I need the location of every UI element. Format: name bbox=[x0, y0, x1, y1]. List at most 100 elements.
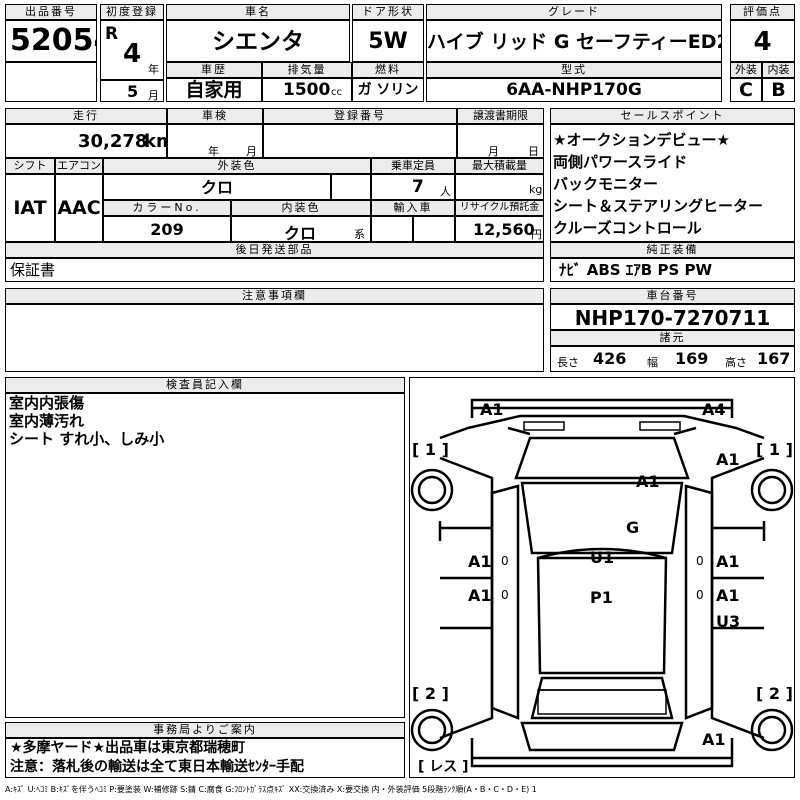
remark-line: シート すれ小、しみ小 bbox=[9, 430, 165, 448]
left-front-door-zero: 0 bbox=[501, 554, 509, 568]
exterior-grade: C bbox=[730, 78, 762, 102]
height: 167 bbox=[757, 349, 791, 368]
remark-line: 室内内張傷 bbox=[9, 394, 85, 412]
rear-bracket-left: [ 2 ] bbox=[412, 684, 449, 703]
usage-history: 自家用 bbox=[166, 78, 262, 102]
lot-number: 52054 bbox=[5, 20, 97, 62]
chassis-number-label: 車台番号 bbox=[550, 288, 795, 304]
office-notice-line: 注意：落札後の輸送は全て東日本輸送ｾﾝﾀｰ手配 bbox=[10, 759, 304, 775]
equipment-label: 純正装備 bbox=[550, 242, 795, 258]
transfer-deadline-cell: 月 日 bbox=[457, 124, 544, 158]
registration-month: 5 bbox=[127, 82, 139, 101]
right-rear-quarter-mark: U3 bbox=[716, 612, 741, 631]
dimensions-label: 諸元 bbox=[550, 330, 795, 346]
registration-number-label: 登録番号 bbox=[263, 108, 457, 124]
import-cell-b bbox=[413, 216, 455, 242]
later-parts-label: 後日発送部品 bbox=[5, 242, 544, 258]
width: 169 bbox=[675, 349, 709, 368]
import-cell-a bbox=[371, 216, 413, 242]
front-bracket-left: [ 1 ] bbox=[412, 440, 449, 459]
interior-color-label: 内装色 bbox=[231, 200, 371, 216]
shift-label: シフト bbox=[5, 158, 55, 174]
inspection-cell: 年 月 bbox=[167, 124, 263, 158]
left-rear-door-zero: 0 bbox=[501, 588, 509, 602]
fuel-type: ガ ソリン bbox=[352, 78, 424, 102]
door-type: 5W bbox=[352, 20, 424, 62]
capacity: 7 bbox=[412, 177, 424, 197]
office-notice-label: 事務局よりご案内 bbox=[5, 722, 405, 738]
notes-label: 注意事項欄 bbox=[5, 288, 544, 304]
grade-label: グレード bbox=[426, 4, 722, 20]
office-notice-line: ★多摩ヤード★出品車は東京都瑞穂町 bbox=[10, 740, 246, 756]
exterior-color-extra bbox=[331, 174, 371, 200]
first-registration-cell: R 4 年 bbox=[100, 20, 164, 80]
rear-roof-mark: P1 bbox=[590, 588, 613, 607]
sales-point-item: シート＆ステアリングヒーター bbox=[553, 197, 764, 215]
transfer-day-unit: 日 bbox=[528, 145, 539, 158]
aircon-label: エアコン bbox=[55, 158, 103, 174]
later-parts: 保証書 bbox=[5, 258, 544, 282]
exterior-grade-label: 外装 bbox=[730, 62, 762, 78]
left-front-door-mark: A1 bbox=[468, 552, 492, 571]
car-outline bbox=[410, 398, 794, 768]
year-unit: 年 bbox=[148, 63, 159, 76]
exterior-color-label: 外装色 bbox=[103, 158, 371, 174]
notes-area bbox=[5, 304, 544, 372]
overall-score: 4 bbox=[730, 20, 795, 62]
displacement-label: 排気量 bbox=[262, 62, 352, 78]
front-bumper-left-mark: A1 bbox=[480, 400, 504, 419]
transfer-deadline-label: 譲渡書期限 bbox=[457, 108, 544, 124]
length-label: 長さ bbox=[557, 356, 579, 369]
remark-line: 室内薄汚れ bbox=[9, 412, 85, 430]
interior-color-cell: クロ 系 bbox=[231, 216, 371, 242]
sales-point-item: バックモニター bbox=[553, 175, 659, 193]
front-bumper-right-mark: A4 bbox=[702, 400, 726, 419]
grade: ハイブ リッド G セーフティーED2 bbox=[426, 20, 722, 62]
left-rear-door-mark: A1 bbox=[468, 586, 492, 605]
displacement-unit: cc bbox=[331, 87, 342, 98]
lot-number-blank bbox=[5, 62, 97, 102]
capacity-unit: 人 bbox=[440, 185, 451, 198]
interior-grade-label: 内装 bbox=[762, 62, 795, 78]
fuel-label: 燃料 bbox=[352, 62, 424, 78]
dimensions-cell: 長さ 426 幅 169 高さ 167 bbox=[550, 346, 795, 372]
interior-color-unit: 系 bbox=[354, 228, 365, 241]
length: 426 bbox=[593, 349, 627, 368]
era: R bbox=[105, 24, 119, 44]
height-label: 高さ bbox=[725, 356, 747, 369]
month-unit: 月 bbox=[148, 89, 159, 102]
sales-point-list: ★オークションデビュー★ 両側パワースライド バックモニター シート＆ステアリン… bbox=[550, 124, 795, 242]
legend: A:ｷｽﾞ U:ﾍｺﾐ B:ｷｽﾞを伴うﾍｺﾐ P:要塗装 W:補修跡 S:錆 … bbox=[5, 785, 537, 794]
displacement: 1500 bbox=[283, 80, 331, 100]
rear-bracket-right: [ 2 ] bbox=[756, 684, 793, 703]
mileage-unit: km bbox=[144, 131, 166, 152]
office-notice: ★多摩ヤード★出品車は東京都瑞穂町 注意：落札後の輸送は全て東日本輸送ｾﾝﾀｰ手… bbox=[5, 738, 405, 778]
interior-grade: B bbox=[762, 78, 795, 102]
shift-type: IAT bbox=[5, 174, 55, 242]
right-front-door-mark: A1 bbox=[716, 552, 740, 571]
car-name: シエンタ bbox=[166, 20, 350, 62]
capacity-label: 乗車定員 bbox=[371, 158, 455, 174]
roof-mark: U1 bbox=[590, 548, 615, 567]
hood-mark: A1 bbox=[636, 472, 660, 491]
damage-diagram: A1 A4 [ 1 ] [ 1 ] A1 A1 G U1 P1 A1 0 A1 … bbox=[409, 377, 795, 778]
right-rear-door-zero: 0 bbox=[696, 588, 704, 602]
sales-point-item: ★オークションデビュー★ bbox=[553, 131, 730, 149]
front-bracket-right: [ 1 ] bbox=[756, 440, 793, 459]
rear-bumper-mark: A1 bbox=[702, 730, 726, 749]
recycle-deposit: 12,560 bbox=[473, 220, 535, 239]
sales-point-item: クルーズコントロール bbox=[553, 219, 702, 237]
color-number-label: カラーNo. bbox=[103, 200, 231, 216]
transfer-month-unit: 月 bbox=[488, 145, 499, 158]
right-front-door-zero: 0 bbox=[696, 554, 704, 568]
max-load-cell: kg bbox=[455, 174, 544, 200]
color-number: 209 bbox=[103, 216, 231, 242]
model-code: 6AA-NHP170G bbox=[426, 78, 722, 102]
registration-year: 4 bbox=[123, 39, 142, 69]
chassis-number: NHP170-7270711 bbox=[550, 304, 795, 330]
width-label: 幅 bbox=[647, 356, 658, 369]
registration-number bbox=[263, 124, 457, 158]
mileage-label: 走行 bbox=[5, 108, 167, 124]
lot-number-label: 出品番号 bbox=[5, 4, 97, 20]
right-front-fender-mark: A1 bbox=[716, 450, 740, 469]
